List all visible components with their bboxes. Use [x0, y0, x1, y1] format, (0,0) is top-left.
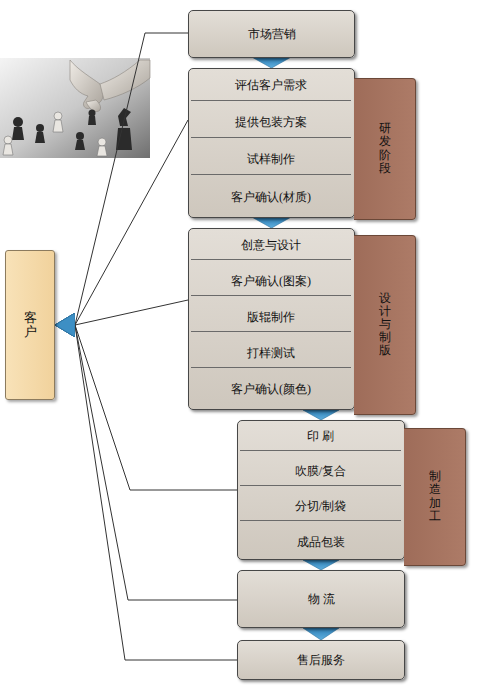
step-row: 分切/制袋 [240, 493, 401, 521]
feedback-line [55, 33, 188, 325]
feedback-line [55, 120, 188, 325]
stage-arrow [303, 628, 339, 640]
step-row: 试样制作 [191, 145, 351, 175]
node-label: 版辊制作 [247, 309, 295, 326]
node-label: 试样制作 [247, 151, 295, 168]
step-row: 成品包装 [240, 528, 401, 556]
stage-arrow [303, 410, 339, 420]
node-label: 市场营销 [248, 26, 296, 43]
process-box: 市场营销 [188, 10, 355, 58]
node-label: 客户确认(颜色) [231, 381, 311, 398]
node-label: 成品包装 [297, 534, 345, 551]
stage-label: 设计与制版 [379, 292, 391, 358]
stage-label: 制造加工 [429, 470, 441, 523]
stage-group: 制造加工印 刷吹膜/复合分切/制袋成品包装 [237, 420, 405, 560]
node-label: 售后服务 [297, 652, 345, 669]
chess-pieces [3, 60, 150, 156]
step-row: 吹膜/复合 [240, 458, 401, 486]
feedback-line [55, 300, 188, 325]
node-label: 客户确认(图案) [231, 273, 311, 290]
process-box: 售后服务 [237, 640, 405, 680]
step-row: 客户确认(颜色) [191, 375, 351, 404]
stage-arrow [254, 58, 290, 68]
stage-group: 研发阶段评估客户需求提供包装方案试样制作客户确认(材质) [188, 68, 355, 218]
step-row: 印 刷 [240, 423, 401, 451]
node-label: 打样测试 [247, 345, 295, 362]
process-box: 物 流 [237, 570, 405, 628]
node-label: 创意与设计 [241, 237, 301, 254]
node-label: 评估客户需求 [235, 77, 307, 94]
stage-label: 研发阶段 [379, 122, 391, 175]
step-row: 客户确认(图案) [191, 267, 351, 296]
stage-group: 设计与制版创意与设计客户确认(图案)版辊制作打样测试客户确认(颜色) [188, 228, 355, 410]
step-row: 提供包装方案 [191, 108, 351, 138]
stage-tab: 设计与制版 [354, 235, 416, 415]
client-box: 客户 [5, 250, 55, 400]
stage-label: 客户 [24, 311, 37, 340]
node-label: 吹膜/复合 [295, 463, 346, 480]
node-label: 印 刷 [307, 428, 334, 445]
node-label: 提供包装方案 [235, 114, 307, 131]
step-row: 评估客户需求 [191, 71, 351, 101]
node-label: 物 流 [308, 591, 335, 608]
node-label: 分切/制袋 [295, 498, 346, 515]
step-row: 客户确认(材质) [191, 182, 351, 212]
step-row: 版辊制作 [191, 303, 351, 332]
step-row: 创意与设计 [191, 231, 351, 260]
stage-arrow [303, 560, 339, 570]
node-label: 客户确认(材质) [231, 189, 311, 206]
stage-tab: 制造加工 [404, 428, 466, 566]
stage-arrow [254, 218, 290, 228]
step-row: 打样测试 [191, 339, 351, 368]
stage-tab: 研发阶段 [354, 78, 416, 220]
